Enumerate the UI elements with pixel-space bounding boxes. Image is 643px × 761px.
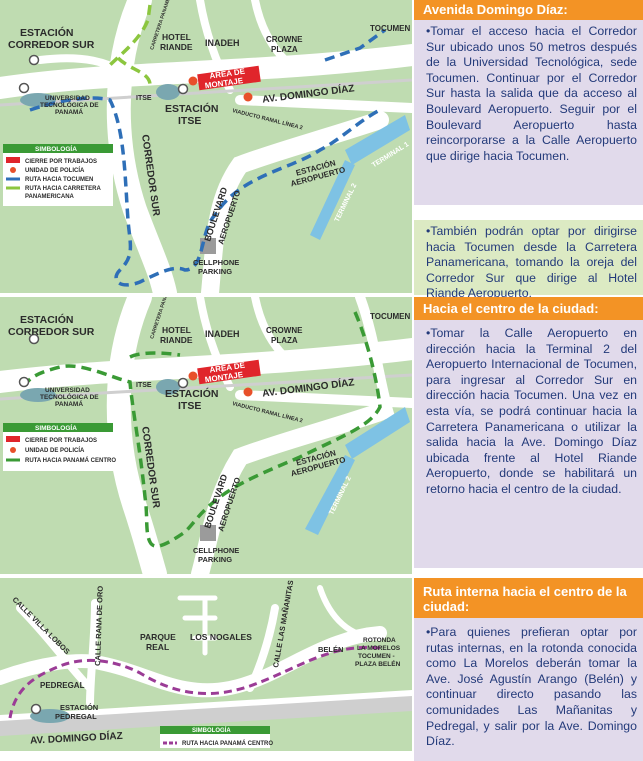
heading-hacia-centro: Hacia el centro de la ciudad: xyxy=(414,297,643,320)
label-calle-villa-lobos: CALLE VILLA LOBOS xyxy=(11,595,72,656)
legend-map-3: SIMBOLOGÍA RUTA HACIA PANAMÁ CENTRO xyxy=(160,726,273,748)
legend-map-1: SIMBOLOGÍA CIERRE POR TRABAJOS UNIDAD DE… xyxy=(3,144,113,206)
route-hacia-panamericana xyxy=(108,4,152,86)
closure-area-marker xyxy=(197,65,261,91)
map-ruta-interna: CALLE VILLA LOBOS CALLE RANA DE ORO PARQ… xyxy=(0,578,412,751)
label-inadeh: INADEH xyxy=(205,38,240,48)
legend-1-item: CIERRE POR TRABAJOS xyxy=(25,159,97,165)
label-itse: ITSE xyxy=(136,95,152,102)
police-icon xyxy=(243,387,253,397)
label-tocumen: TOCUMEN xyxy=(370,24,411,33)
instruction-panamericana: •También podrán optar por dirigirse haci… xyxy=(414,220,643,300)
metro-station-icon xyxy=(177,377,189,389)
closure-area-marker xyxy=(197,359,261,385)
legend-1-item: RUTA HACIA CARRETERA xyxy=(25,186,101,192)
instruction-hacia-centro: •Tomar la Calle Aeropuerto en dirección … xyxy=(414,320,643,568)
legend-2-item: UNIDAD DE POLICÍA xyxy=(25,446,85,454)
panel-ruta-interna: Ruta interna hacia el centro de la ciuda… xyxy=(414,578,643,761)
legend-1-title: SIMBOLOGÍA xyxy=(35,144,77,153)
label-viaducto: VIADUCTO RAMAL LÍNEA 2 xyxy=(232,399,304,424)
label-viaducto: VIADUCTO RAMAL LÍNEA 2 xyxy=(232,106,304,131)
legend-2-item: CIERRE POR TRABAJOS xyxy=(25,438,97,444)
terminal-shapes xyxy=(310,115,410,240)
panel-hacia-centro: Hacia el centro de la ciudad: •Tomar la … xyxy=(414,297,643,568)
police-icon xyxy=(243,92,253,102)
police-icon xyxy=(188,76,198,86)
metro-station-icon xyxy=(18,82,30,94)
panel-avenida-domingo-diaz: Avenida Domingo Díaz: •Tomar el acceso h… xyxy=(414,0,643,300)
heading-avenida-domingo-diaz: Avenida Domingo Díaz: xyxy=(414,0,643,20)
legend-1-item: PANAMERICANA xyxy=(25,194,75,200)
police-icon xyxy=(188,371,198,381)
legend-2-title: SIMBOLOGÍA xyxy=(35,423,77,432)
label-calle-rana-de-oro: CALLE RANA DE ORO xyxy=(93,586,105,667)
metro-station-icon xyxy=(30,703,42,715)
legend-2-item: RUTA HACIA PANAMÁ CENTRO xyxy=(25,457,116,464)
label-tocumen: TOCUMEN xyxy=(370,312,411,321)
label-itse: ITSE xyxy=(136,382,152,389)
metro-station-icon xyxy=(28,333,40,345)
legend-map-2: SIMBOLOGÍA CIERRE POR TRABAJOS UNIDAD DE… xyxy=(3,423,116,471)
heading-ruta-interna: Ruta interna hacia el centro de la ciuda… xyxy=(414,578,643,618)
legend-3-item: RUTA HACIA PANAMÁ CENTRO xyxy=(182,740,273,747)
metro-station-icon xyxy=(28,54,40,66)
route-hacia-panama-centro xyxy=(23,311,382,548)
metro-station-icon xyxy=(18,376,30,388)
metro-station-icon xyxy=(177,83,189,95)
route-ruta-interna xyxy=(8,645,381,719)
label-pedregal: PEDREGAL xyxy=(40,681,85,690)
label-inadeh: INADEH xyxy=(205,329,240,339)
instruction-ruta-interna: •Para quienes prefieran optar por rutas … xyxy=(414,618,643,761)
route-hacia-tocumen xyxy=(29,28,387,287)
legend-3-title: SIMBOLOGÍA xyxy=(192,726,231,734)
legend-1-item: UNIDAD DE POLICÍA xyxy=(25,166,85,174)
label-belen: BELÉN xyxy=(318,645,343,654)
instruction-avenida-domingo-diaz: •Tomar el acceso hacia el Corredor Sur u… xyxy=(414,20,643,205)
label-los-nogales: LOS NOGALES xyxy=(190,632,252,642)
legend-1-item: RUTA HACIA TOCUMEN xyxy=(25,177,93,183)
